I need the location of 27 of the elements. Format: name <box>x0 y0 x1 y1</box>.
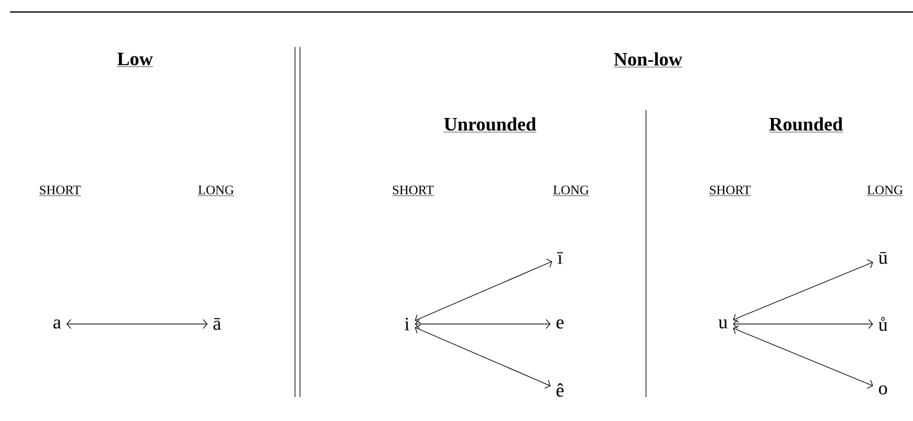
column-label: LONG <box>552 186 590 196</box>
vowel: i <box>404 318 410 330</box>
heading: Non-low <box>614 52 683 68</box>
column-label: SHORT <box>38 186 82 196</box>
column-label: LONG <box>866 186 904 196</box>
vowel: ů <box>878 317 888 331</box>
vowel: o <box>878 385 888 395</box>
arrow <box>732 325 874 389</box>
vowel: u <box>718 320 728 328</box>
arrow <box>66 319 208 329</box>
vowel: ê <box>556 383 564 397</box>
arrow <box>414 258 552 324</box>
vowel: e <box>556 319 564 329</box>
arrow <box>414 324 551 389</box>
column-label: SHORT <box>392 186 434 196</box>
heading: Unrounded <box>444 117 536 132</box>
arrow <box>414 319 551 329</box>
arrow <box>732 259 874 323</box>
heading: Low <box>116 52 154 67</box>
vowel: ū <box>878 252 888 264</box>
arrow <box>732 319 874 329</box>
vowel: ā <box>213 318 221 330</box>
column-label: SHORT <box>708 186 752 196</box>
vowel: ī <box>557 252 563 264</box>
vowel: a <box>53 319 61 329</box>
column-label: LONG <box>198 186 234 196</box>
heading: Rounded <box>768 117 844 132</box>
